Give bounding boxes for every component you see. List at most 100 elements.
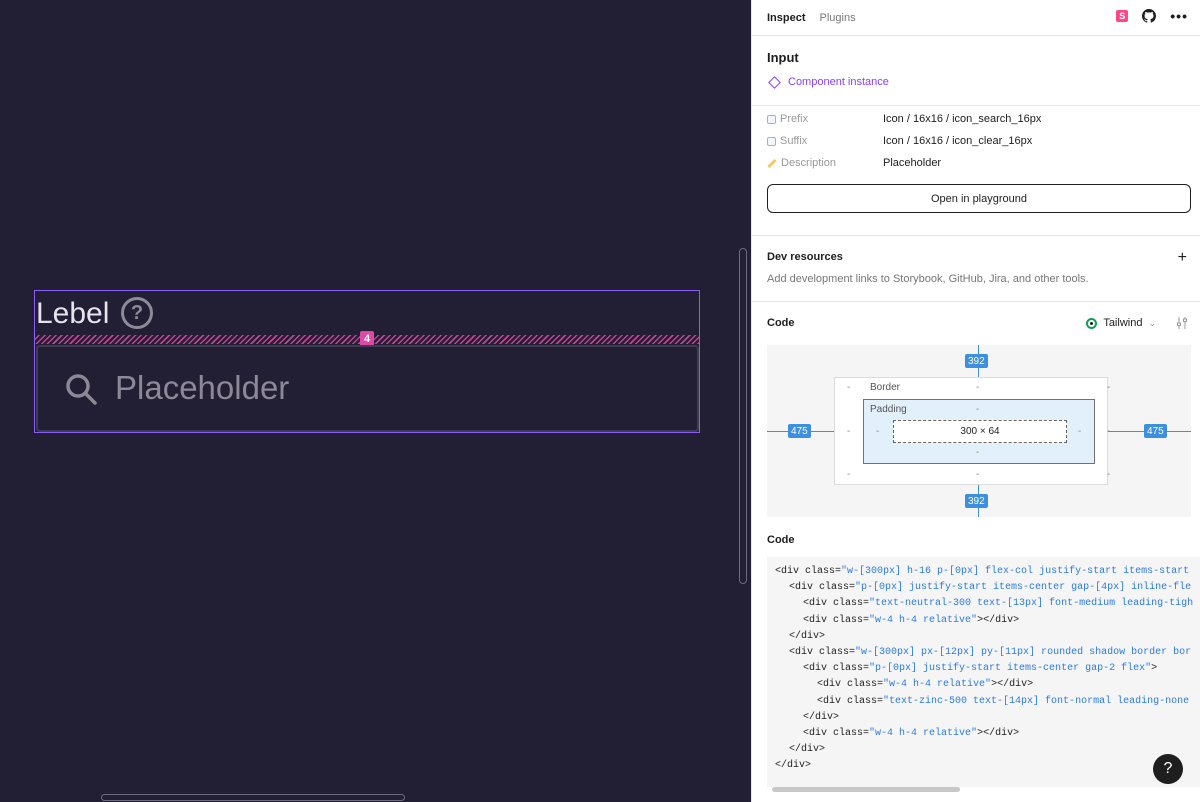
more-icon[interactable]: ••• bbox=[1170, 8, 1188, 24]
code-token: class= bbox=[813, 582, 856, 594]
framework-select[interactable]: Tailwind ⌄ bbox=[1086, 317, 1156, 329]
code-line: <div class="w-4 h-4 relative"></div> bbox=[817, 679, 1033, 690]
framework-label: Tailwind bbox=[1103, 317, 1143, 329]
code-token: class= bbox=[827, 728, 870, 739]
dev-resources-title: Dev resources bbox=[767, 251, 843, 263]
code-token: class= bbox=[799, 566, 842, 577]
code-token: > bbox=[1151, 663, 1158, 675]
padding-dash: - bbox=[1078, 426, 1082, 437]
code-block[interactable]: <div class="w-[300px] h-16 p-[0px] flex-… bbox=[767, 557, 1200, 787]
border-dash: - bbox=[847, 469, 851, 480]
border-dash: - bbox=[847, 382, 851, 393]
code-token: <div bbox=[789, 647, 814, 658]
code-section-title: Code bbox=[767, 317, 795, 329]
tab-plugins[interactable]: Plugins bbox=[819, 11, 856, 24]
vertical-scrollbar[interactable] bbox=[739, 248, 747, 584]
code-token: "w-4 h-4 relative" bbox=[883, 679, 992, 691]
help-circle-icon: ? bbox=[121, 297, 153, 329]
code-line: <div class="w-[300px] h-16 p-[0px] flex-… bbox=[775, 566, 1189, 577]
code-token: <div bbox=[817, 695, 842, 707]
box-model: 300 × 64 392 392 475 475 Border Padding … bbox=[767, 345, 1191, 517]
add-resource-icon[interactable]: + bbox=[1177, 249, 1187, 266]
code-line: <div class="p-[0px] justify-start items-… bbox=[803, 663, 1157, 674]
code-horizontal-scrollbar[interactable] bbox=[772, 787, 960, 792]
prop-key: Description bbox=[781, 157, 837, 169]
input-field[interactable] bbox=[36, 345, 699, 432]
code-token: <div bbox=[775, 566, 800, 577]
code-token: </div> bbox=[803, 711, 840, 723]
code-token: "w-[300px] h-16 p-[0px] flex-col justify… bbox=[841, 566, 1190, 577]
border-dash: - bbox=[847, 426, 851, 437]
code-token: <div bbox=[803, 728, 828, 739]
code-token: "w-4 h-4 relative" bbox=[869, 614, 978, 626]
settings-sliders-icon[interactable] bbox=[1176, 317, 1188, 329]
pencil-icon bbox=[767, 158, 777, 168]
help-button[interactable]: ? bbox=[1153, 754, 1183, 784]
prop-key: Suffix bbox=[780, 135, 808, 147]
margin-left-value: 475 bbox=[788, 424, 811, 438]
code-token: class= bbox=[841, 695, 884, 707]
code-token: "w-4 h-4 relative" bbox=[869, 728, 978, 739]
open-in-playground-button[interactable]: Open in playground bbox=[767, 184, 1191, 213]
code-token: class= bbox=[827, 663, 870, 675]
design-canvas[interactable]: Lebel ? 4 Placeholder bbox=[0, 0, 751, 802]
code-token: <div bbox=[803, 663, 828, 675]
code-token: ></div> bbox=[991, 679, 1034, 691]
tab-actions: S ••• bbox=[1116, 9, 1188, 23]
inspect-panel: Inspect Plugins S ••• Input Component in… bbox=[751, 0, 1200, 802]
code-token: "text-zinc-500 text-[14px] font-normal l… bbox=[883, 695, 1190, 707]
code-line: </div> bbox=[803, 712, 839, 723]
padding-label: Padding bbox=[870, 404, 907, 415]
storybook-letter: S bbox=[1119, 11, 1126, 21]
code-token: ></div> bbox=[977, 728, 1020, 739]
field-label: Lebel bbox=[36, 297, 110, 330]
code-token: <div bbox=[789, 582, 814, 594]
horizontal-scrollbar[interactable] bbox=[101, 794, 405, 801]
code-token: ></div> bbox=[977, 614, 1020, 626]
prop-row-prefix: Prefix Icon / 16x16 / icon_search_16px bbox=[767, 111, 1187, 127]
component-instance-link[interactable]: Component instance bbox=[767, 75, 889, 89]
padding-dash: - bbox=[976, 447, 980, 458]
code-line: <div class="w-[300px] px-[12px] py-[11px… bbox=[789, 647, 1191, 658]
code-token: class= bbox=[827, 598, 870, 610]
prop-value: Placeholder bbox=[883, 157, 942, 169]
divider bbox=[752, 235, 1200, 236]
padding-dash: - bbox=[976, 404, 980, 415]
border-dash: - bbox=[1107, 469, 1111, 480]
checkbox-icon bbox=[767, 136, 776, 146]
border-label: Border bbox=[870, 382, 901, 393]
divider bbox=[752, 301, 1200, 302]
github-icon[interactable] bbox=[1142, 9, 1157, 23]
code-token: </div> bbox=[775, 760, 812, 772]
margin-top-value: 392 bbox=[965, 354, 988, 368]
checkbox-icon bbox=[767, 114, 776, 124]
border-dash: - bbox=[1107, 426, 1111, 437]
search-icon bbox=[66, 374, 97, 405]
code-line: <div class="text-zinc-500 text-[14px] fo… bbox=[817, 696, 1189, 707]
code-line: <div class="p-[0px] justify-start items-… bbox=[789, 582, 1191, 593]
code-token: class= bbox=[813, 647, 856, 658]
code-line: <div class="text-neutral-300 text-[13px]… bbox=[803, 598, 1193, 609]
code-token: <div bbox=[803, 598, 828, 610]
storybook-icon[interactable]: S bbox=[1116, 10, 1129, 22]
prop-row-description: Description Placeholder bbox=[767, 155, 1187, 171]
prop-key: Prefix bbox=[780, 113, 809, 125]
border-dash: - bbox=[976, 382, 980, 393]
code-token: </div> bbox=[789, 630, 826, 642]
code-line: </div> bbox=[775, 760, 811, 771]
tab-inspect[interactable]: Inspect bbox=[767, 11, 806, 24]
code-token: "p-[0px] justify-start items-center gap-… bbox=[855, 582, 1192, 594]
code-token: "p-[0px] justify-start items-center gap-… bbox=[869, 663, 1152, 675]
border-dash: - bbox=[976, 469, 980, 480]
component-instance-label: Component instance bbox=[788, 76, 889, 88]
prop-row-suffix: Suffix Icon / 16x16 / icon_clear_16px bbox=[767, 133, 1187, 149]
code-token: "w-[300px] px-[12px] py-[11px] rounded s… bbox=[855, 647, 1192, 658]
code-token: </div> bbox=[789, 744, 826, 756]
code-token: <div bbox=[817, 679, 842, 691]
help-glyph: ? bbox=[130, 302, 144, 324]
selection-frame[interactable] bbox=[34, 290, 700, 433]
code-line: </div> bbox=[789, 744, 825, 755]
chevron-down-icon: ⌄ bbox=[1148, 317, 1156, 328]
border-dash: - bbox=[1107, 382, 1111, 393]
code-title: Code bbox=[767, 534, 795, 546]
